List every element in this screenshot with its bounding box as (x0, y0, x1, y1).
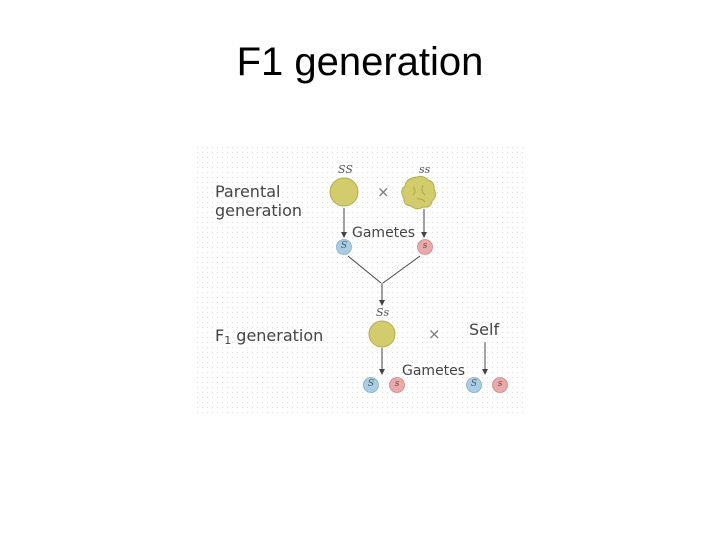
parental-label-line2: generation (215, 201, 303, 220)
parent-right-wrinkled-seed-icon (401, 175, 437, 210)
gamete-bottom-1-label: S (367, 379, 375, 389)
fertilization-line-left (347, 255, 382, 284)
f1-generation-label: F1 generation (215, 326, 323, 350)
gamete-bottom-3-icon (466, 377, 482, 393)
gamete-top-right-icon (417, 239, 433, 255)
gamete-bottom-2-icon (389, 377, 405, 393)
self-label: Self (469, 320, 500, 339)
cross-symbol-top: × (377, 183, 390, 201)
diagram-graphics (329, 175, 508, 393)
gamete-bottom-4-label: s (497, 379, 503, 389)
parental-label-line1: Parental (215, 182, 281, 201)
f1-label-prefix: F (215, 326, 225, 345)
monohybrid-cross-diagram: Parental generation F1 generation Self G… (195, 145, 525, 415)
cross-symbol-bottom: × (428, 325, 441, 343)
parent-left-seed-icon (329, 177, 359, 207)
slide-title: F1 generation (236, 40, 484, 84)
gamete-bottom-1-icon (363, 377, 379, 393)
parental-generation-label: Parental generation (215, 182, 302, 220)
gametes-label-bottom: Gametes (402, 363, 466, 379)
parent-right-genotype: ss (419, 163, 431, 176)
fertilization-line-right (382, 255, 421, 284)
parent-left-genotype: SS (338, 163, 353, 176)
gamete-top-left-icon (336, 239, 352, 255)
gamete-bottom-3-label: S (470, 379, 478, 389)
f1-genotype: Ss (376, 306, 390, 319)
gametes-label-top: Gametes (352, 225, 416, 241)
gamete-top-right-label: s (422, 241, 428, 251)
f1-label-subscript: 1 (224, 334, 232, 347)
f1-seed-icon (368, 320, 396, 348)
gamete-top-left-label: S (340, 241, 348, 251)
f1-label-suffix: generation (231, 326, 324, 345)
gamete-bottom-4-icon (492, 377, 508, 393)
wrinkle-lines (412, 184, 426, 203)
gamete-bottom-2-label: s (394, 379, 400, 389)
